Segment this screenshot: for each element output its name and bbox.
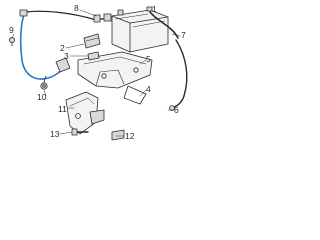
diagram-canvas: 1 2 3 4 5 6 7 8 9 10 11 12 13 [8, 3, 188, 141]
callout-12: 12 [125, 131, 135, 141]
callout-11: 11 [58, 104, 67, 114]
bracket-assembly [65, 91, 105, 135]
callout-8: 8 [74, 3, 79, 13]
callout-7: 7 [181, 30, 186, 40]
negative-cable [19, 9, 71, 90]
hold-down-clamp [83, 33, 101, 49]
parts-diagram: 1 2 3 4 5 6 7 8 9 10 11 12 13 [0, 0, 200, 147]
callout-1: 1 [152, 4, 157, 14]
callouts: 1 2 3 4 5 6 7 8 9 10 11 12 13 [9, 3, 186, 141]
bracket-small [87, 51, 100, 61]
battery-tray [77, 51, 153, 105]
callout-3: 3 [64, 51, 69, 61]
callout-2: 2 [60, 43, 65, 53]
callout-13: 13 [50, 129, 60, 139]
battery [111, 6, 169, 53]
callout-9: 9 [9, 25, 14, 35]
callout-4: 4 [146, 84, 151, 94]
callout-10: 10 [37, 92, 47, 102]
leader-lines [11, 9, 181, 137]
connector [111, 129, 125, 141]
callout-5: 5 [146, 54, 151, 64]
grommet [8, 37, 15, 47]
callout-6: 6 [174, 105, 179, 115]
positive-cable [25, 10, 112, 23]
